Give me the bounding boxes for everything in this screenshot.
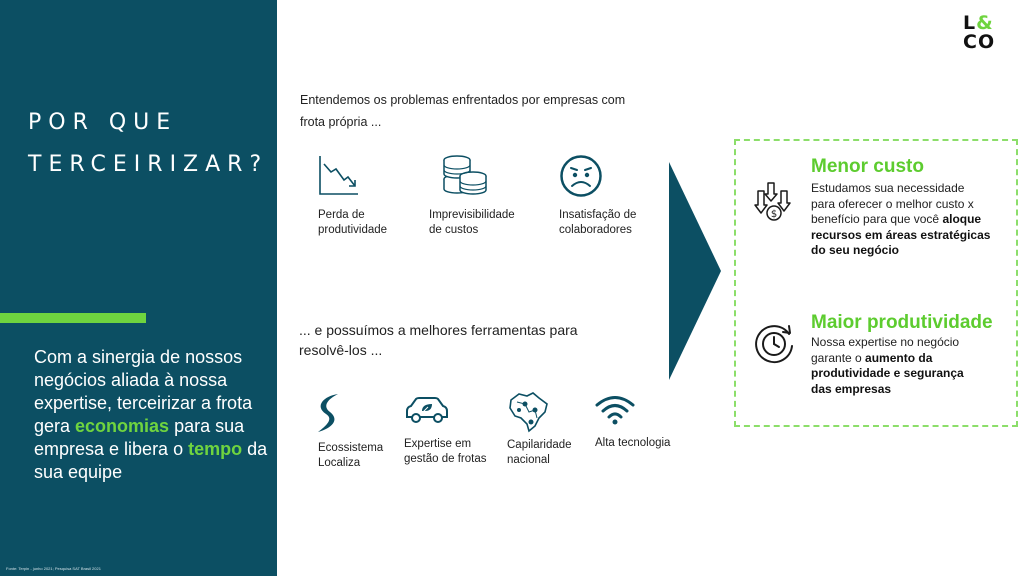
left-panel-text: Com a sinergia de nossos negócios aliada…: [34, 346, 269, 484]
brazil-map-icon: [509, 392, 548, 433]
tool-item-technology: Alta tecnologia: [595, 394, 670, 451]
highlight-tempo: tempo: [188, 439, 243, 459]
benefit-text-cost: Estudamos sua necessidade para oferecer …: [811, 181, 991, 259]
body-text-part2: para sua empresa e libera o: [34, 416, 245, 459]
benefit-title-cost: Menor custo: [811, 156, 924, 177]
benefits-box: $ Menor custo Estudamos sua necessidade …: [734, 139, 1018, 427]
tool-item-fleet: Expertise em gestão de frotas: [404, 395, 486, 467]
cost-arrows-icon: $: [754, 182, 791, 221]
problem-label: Imprevisibilidade de custos: [429, 209, 515, 236]
accent-bar: [0, 313, 146, 323]
benefit-text-productivity-bold: aumento da produtividade e segurança das…: [811, 350, 964, 396]
tool-label: Alta tecnologia: [595, 437, 671, 449]
body-text-part1: Com a sinergia de nossos negócios aliada…: [34, 347, 253, 436]
localiza-logo-icon: [318, 394, 338, 432]
benefit-text-productivity-normal: Nossa expertise no negócio garante o: [811, 335, 960, 365]
wifi-icon: [595, 396, 635, 425]
eco-car-icon: [406, 397, 448, 423]
problem-item-satisfaction: Insatisfação de colaboradores: [559, 154, 636, 238]
tools-intro: ... e possuímos a melhores ferramentas p…: [299, 322, 578, 358]
body-text-part3: da sua equipe: [34, 439, 268, 482]
chart-down-icon: [319, 156, 358, 195]
benefit-text-cost-normal: Estudamos sua necessidade para oferecer …: [811, 181, 974, 226]
benefit-title-productivity: Maior produtividade: [811, 312, 993, 333]
problems-intro: Entendemos os problemas enfrentados por …: [300, 93, 626, 129]
tool-item-localiza: Ecossistema Localiza: [318, 392, 383, 471]
tool-label: Capilaridade nacional: [507, 439, 572, 466]
problem-item-productivity: Perda de produtividade: [318, 154, 387, 238]
tool-label: Ecossistema Localiza: [318, 442, 384, 469]
highlight-economias: economias: [75, 416, 170, 436]
sad-face-icon: [560, 155, 602, 197]
tool-item-national: Capilaridade nacional: [507, 390, 572, 468]
logo-ampersand: &: [976, 12, 994, 34]
benefit-text-productivity: Nossa expertise no negócio garante o aum…: [811, 335, 986, 397]
title-line-2: TERCEIRIZAR?: [28, 152, 269, 177]
source-footnote: Fonte: Terpin - junho 2021; Pesquisa SAT…: [6, 566, 101, 571]
logo-letters-co: CO: [963, 31, 996, 53]
svg-text:$: $: [771, 209, 777, 220]
left-panel: POR QUE TERCEIRIZAR? Com a sinergia de n…: [0, 0, 277, 576]
company-logo: L& CO: [963, 14, 1003, 52]
clock-cycle-icon: [755, 325, 793, 364]
problem-label: Perda de produtividade: [318, 209, 388, 236]
benefit-text-cost-bold: aloque recursos em áreas estratégicas do…: [811, 212, 991, 257]
problem-label: Insatisfação de colaboradores: [559, 209, 637, 236]
logo-letter-l: L: [963, 12, 977, 34]
problem-item-costs: Imprevisibilidade de custos: [429, 154, 515, 238]
coins-icon: [443, 155, 487, 195]
chevron-arrow-icon: [669, 162, 721, 380]
title-line-1: POR QUE: [28, 110, 178, 135]
tool-label: Expertise em gestão de frotas: [404, 438, 487, 465]
